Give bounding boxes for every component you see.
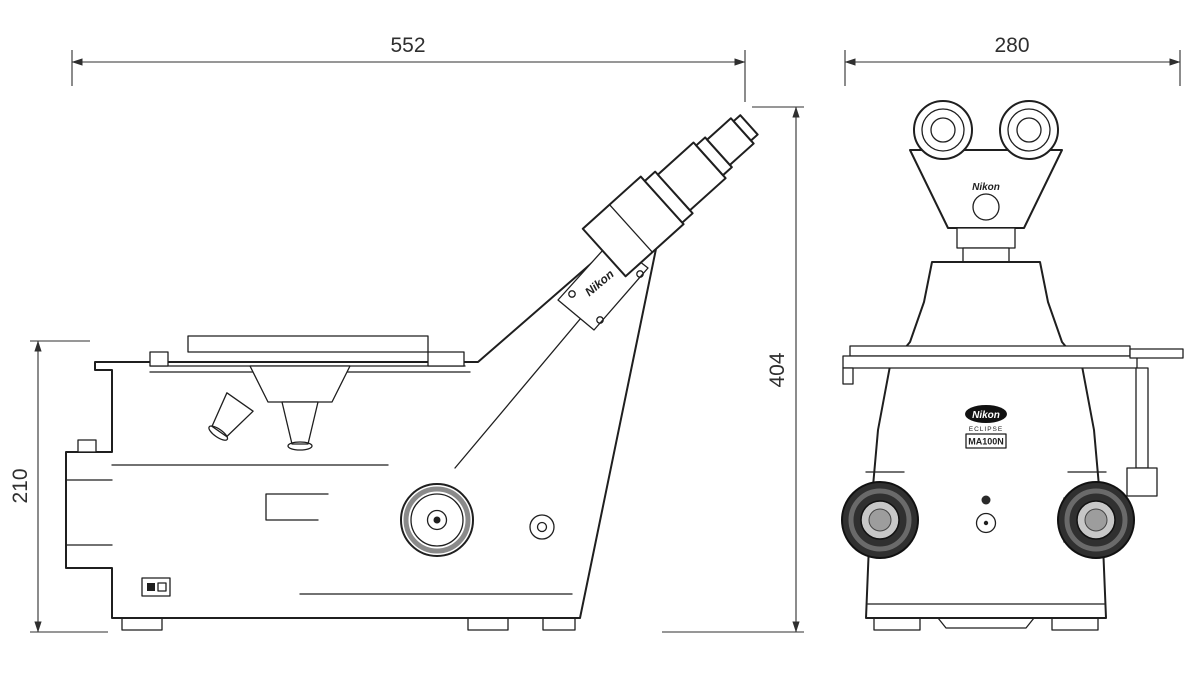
focus-knob-fine — [410, 493, 464, 547]
objective-tilted — [208, 392, 254, 441]
front-dial-center — [983, 520, 989, 526]
knob-knurl — [1064, 488, 1128, 552]
focus-knob-side — [400, 483, 474, 557]
eyepiece-right — [999, 100, 1059, 160]
screw — [568, 290, 576, 298]
dimension-front-width: 280 — [844, 34, 1181, 86]
binocular-head: Nikon — [909, 100, 1063, 267]
knob-knurl — [848, 488, 912, 552]
eyepiece-right-ring — [1007, 108, 1051, 152]
foot-center — [937, 617, 1035, 629]
side-port — [65, 439, 113, 546]
tube-seam — [608, 204, 654, 253]
badge-ellipse — [965, 405, 1007, 423]
dimension-label-base-height: 210 — [9, 468, 32, 503]
switch-off — [157, 582, 167, 592]
port-knob — [77, 439, 97, 453]
stage-extension — [1129, 348, 1184, 359]
focus-knob-right — [1057, 481, 1135, 559]
stage-handle-rod — [1135, 367, 1149, 469]
foot — [873, 617, 921, 631]
dimension-label-total-height: 404 — [766, 352, 789, 387]
eyepiece-left-ring — [921, 108, 965, 152]
screw — [636, 270, 644, 278]
stage-handle-grip — [1126, 467, 1158, 497]
stage-plate — [187, 335, 429, 353]
knob-hub-center — [868, 508, 892, 532]
power-switch — [141, 577, 171, 597]
dial-inner — [536, 521, 548, 533]
stage-side — [149, 335, 466, 367]
stage-handle — [265, 493, 329, 521]
foot — [542, 617, 576, 631]
dial-outer — [529, 514, 555, 540]
badge-model-box — [965, 433, 1007, 449]
eyepiece-tube-side — [581, 114, 759, 278]
focus-knob-left — [841, 481, 919, 559]
stage-tab — [842, 367, 854, 385]
dimension-side-width: 552 — [71, 34, 746, 102]
screw — [596, 316, 604, 324]
eyepiece-cap — [732, 114, 759, 142]
objective-lens — [287, 441, 313, 451]
dimension-label-side-width: 552 — [390, 34, 425, 57]
head-neck — [956, 227, 1016, 249]
stage-plate-top — [849, 345, 1131, 357]
objective — [281, 401, 319, 445]
nosepiece-turret — [249, 365, 351, 403]
foot — [467, 617, 509, 631]
badge-model-text: MA100N — [968, 437, 1004, 447]
dimension-base-height: 210 — [9, 340, 108, 633]
foot — [121, 617, 163, 631]
microscope-front-view: Nikon — [841, 100, 1184, 631]
head-dial — [972, 193, 1000, 221]
side-control-dial — [529, 514, 555, 540]
nosepiece-objectives — [208, 365, 351, 451]
eyepiece-left — [913, 100, 973, 160]
dimension-total-height: 404 — [662, 106, 804, 633]
focus-knob-knurl — [403, 486, 471, 554]
stage-plate-bottom — [842, 355, 1138, 369]
stage-clamp — [149, 351, 169, 367]
switch-on — [147, 583, 155, 591]
dimension-label-front-width: 280 — [994, 34, 1029, 57]
microscope-side-view: Nikon — [65, 114, 759, 631]
badge-brand-text: Nikon — [972, 410, 1000, 421]
stage-front — [842, 345, 1184, 497]
focus-knob-hub — [426, 509, 448, 531]
brand-logo-head: Nikon — [972, 182, 1000, 193]
brand-badge: Nikon ECLIPSE MA100N — [965, 405, 1007, 449]
objective-lens — [208, 425, 229, 441]
badge-series-text: ECLIPSE — [969, 426, 1003, 433]
body-outline — [65, 227, 658, 619]
eyepiece-left-lens — [930, 117, 956, 143]
stage-clamp — [427, 351, 465, 367]
foot — [1051, 617, 1099, 631]
eyepiece-right-lens — [1016, 117, 1042, 143]
focus-knob-center — [433, 516, 441, 524]
knob-hub-center — [1084, 508, 1108, 532]
front-indicator — [981, 495, 991, 505]
